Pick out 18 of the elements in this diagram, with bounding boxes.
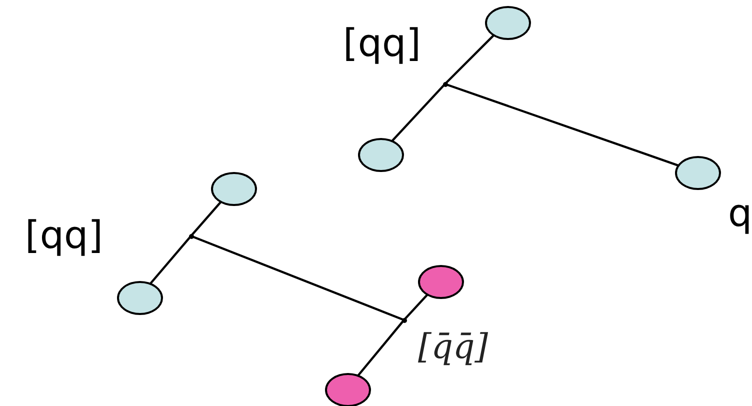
particle-ellipse bbox=[484, 6, 531, 40]
junction-point bbox=[402, 318, 406, 322]
particle-ellipse bbox=[418, 264, 464, 299]
connecting-line bbox=[390, 83, 446, 142]
connecting-line bbox=[190, 234, 404, 322]
particle-ellipse bbox=[674, 156, 721, 190]
diquark-label: [qq] bbox=[343, 24, 421, 62]
connecting-line bbox=[356, 319, 405, 377]
particle-ellipse bbox=[358, 138, 404, 172]
particle-ellipse bbox=[116, 280, 163, 315]
junction-point bbox=[442, 82, 448, 86]
diquark-label: [q̄q̄] bbox=[418, 330, 488, 364]
junction-point bbox=[188, 234, 194, 238]
diquark-label: [qq] bbox=[25, 216, 103, 254]
particle-ellipse bbox=[210, 172, 257, 206]
particle-ellipse bbox=[324, 372, 371, 406]
diquark-label: q bbox=[728, 194, 752, 232]
connecting-line bbox=[149, 235, 192, 285]
